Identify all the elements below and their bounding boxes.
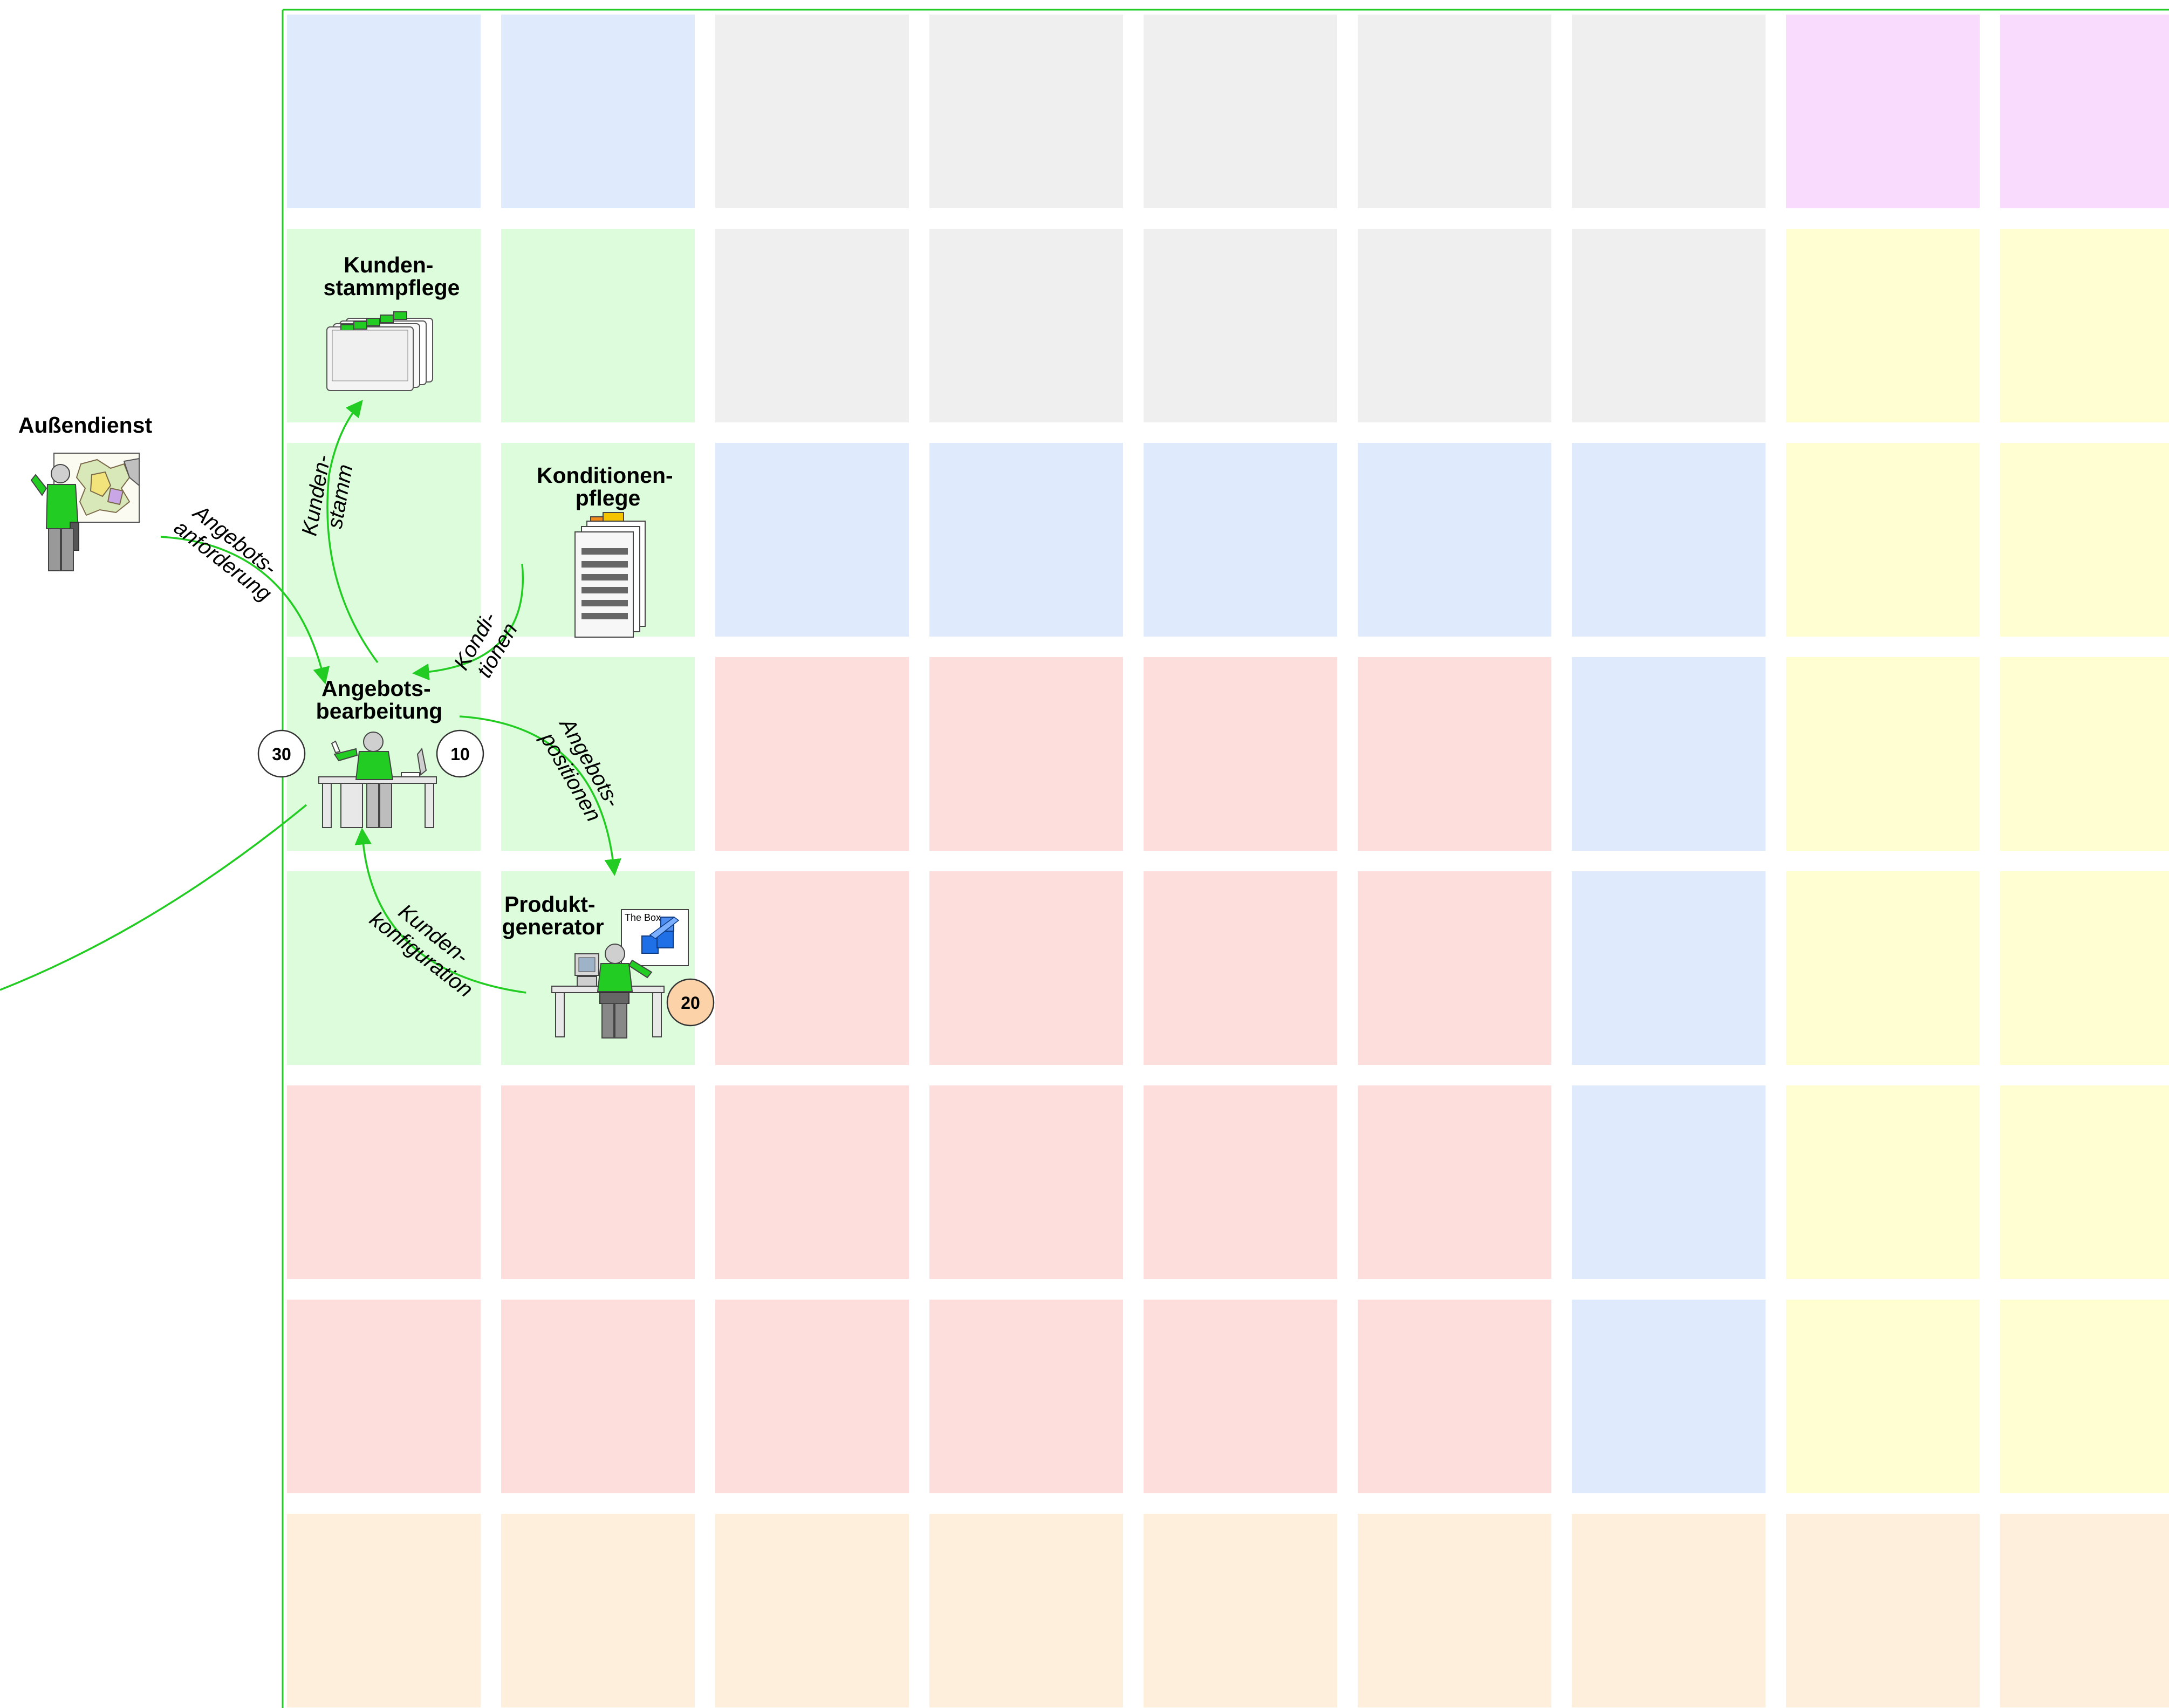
svg-text:Kunden- stammpflege: Kunden- stammpflege <box>324 252 460 300</box>
node-label: generator <box>502 914 604 939</box>
grid-cell-grey <box>929 229 1123 422</box>
grid-cell-red <box>715 871 909 1065</box>
svg-text:Produkt- generator: Produkt- generator <box>502 892 604 939</box>
grid-cell-yellow <box>1786 443 1980 637</box>
grid-cell-grey <box>715 229 909 422</box>
record-cards-icon <box>327 312 433 391</box>
grid-cell-red <box>287 1085 481 1279</box>
grid-cell-red <box>1358 1085 1551 1279</box>
grid-cell-peach <box>1572 1514 1766 1707</box>
grid-cell-peach <box>501 1514 695 1707</box>
grid-cell-yellow <box>2000 871 2169 1065</box>
node-label: Produkt- <box>504 892 596 917</box>
grid-cell-peach <box>2000 1514 2169 1707</box>
grid-cell-red <box>715 657 909 851</box>
node-label: stammpflege <box>324 275 460 300</box>
grid-cell-red <box>1144 1300 1337 1493</box>
grid-cell-red <box>501 1085 695 1279</box>
flow-outgoing-line[interactable] <box>0 805 306 990</box>
grid-cell-red <box>1144 871 1337 1065</box>
grid-cell-red <box>287 1300 481 1493</box>
grid-cell-red <box>929 657 1123 851</box>
grid-cell-grey <box>929 15 1123 208</box>
grid-cell-grey <box>1144 15 1337 208</box>
grid-cell-red <box>715 1300 909 1493</box>
grid-cell-peach <box>715 1514 909 1707</box>
grid-cell-grey <box>1144 229 1337 422</box>
grid-cell-pink <box>1786 15 1980 208</box>
node-label: Angebots- <box>321 676 431 701</box>
grid-cell-green <box>501 229 695 422</box>
grid-cell-blue <box>1572 443 1766 637</box>
grid-cell-pink <box>2000 15 2169 208</box>
grid-cell-yellow <box>1786 1085 1980 1279</box>
badge-30[interactable]: 30 <box>258 730 305 777</box>
grid-cell-peach <box>1358 1514 1551 1707</box>
grid-cell-grey <box>1358 15 1551 208</box>
grid-cell-yellow <box>1786 657 1980 851</box>
svg-text:Angebots- anforderung: Angebots- anforderung <box>169 497 290 606</box>
badge-value: 20 <box>681 993 700 1013</box>
grid-cell-blue <box>1572 1300 1766 1493</box>
node-aussendienst[interactable]: Außendienst <box>18 413 153 571</box>
node-label: bearbeitung <box>316 699 443 723</box>
swimlane-grid <box>287 15 2169 1707</box>
grid-cell-yellow <box>1786 871 1980 1065</box>
node-label: Außendienst <box>18 413 153 438</box>
grid-cell-red <box>715 1085 909 1279</box>
svg-text:Außendienst: Außendienst <box>18 413 153 438</box>
grid-cell-red <box>1144 1085 1337 1279</box>
grid-cell-red <box>1358 1300 1551 1493</box>
svg-text:Angebots- bearbeitung: Angebots- bearbeitung <box>316 676 443 723</box>
grid-cell-blue <box>501 15 695 208</box>
grid-cell-yellow <box>2000 1300 2169 1493</box>
grid-cell-red <box>1358 657 1551 851</box>
document-stack-icon <box>575 513 645 637</box>
grid-cell-red <box>501 1300 695 1493</box>
grid-cell-blue <box>929 443 1123 637</box>
field-sales-person-with-map-icon <box>31 453 139 571</box>
grid-cell-blue <box>715 443 909 637</box>
badge-value: 30 <box>272 744 291 764</box>
grid-cell-red <box>929 1300 1123 1493</box>
grid-cell-yellow <box>1786 229 1980 422</box>
grid-cell-peach <box>287 1514 481 1707</box>
grid-cell-grey <box>1572 229 1766 422</box>
grid-cell-grey <box>1358 229 1551 422</box>
node-label: Konditionen- <box>537 463 673 488</box>
grid-cell-yellow <box>2000 1085 2169 1279</box>
grid-cell-red <box>1144 657 1337 851</box>
box-label: The Box <box>625 912 661 923</box>
grid-cell-red <box>1358 871 1551 1065</box>
grid-cell-blue <box>1572 657 1766 851</box>
grid-cell-peach <box>1144 1514 1337 1707</box>
grid-cell-peach <box>929 1514 1123 1707</box>
grid-cell-peach <box>1786 1514 1980 1707</box>
node-label: Kunden- <box>344 252 433 277</box>
grid-cell-blue <box>287 15 481 208</box>
grid-cell-grey <box>1572 15 1766 208</box>
grid-cell-grey <box>715 15 909 208</box>
badge-20[interactable]: 20 <box>667 979 714 1026</box>
badge-10[interactable]: 10 <box>437 730 483 777</box>
grid-cell-blue <box>1144 443 1337 637</box>
grid-cell-yellow <box>1786 1300 1980 1493</box>
grid-cell-blue <box>1572 1085 1766 1279</box>
grid-cell-yellow <box>2000 229 2169 422</box>
grid-cell-red <box>929 871 1123 1065</box>
node-label: pflege <box>576 486 641 510</box>
badge-value: 10 <box>450 744 470 764</box>
grid-cell-blue <box>1358 443 1551 637</box>
grid-cell-blue <box>1572 871 1766 1065</box>
grid-cell-yellow <box>2000 657 2169 851</box>
grid-cell-yellow <box>2000 443 2169 637</box>
grid-cell-red <box>929 1085 1123 1279</box>
